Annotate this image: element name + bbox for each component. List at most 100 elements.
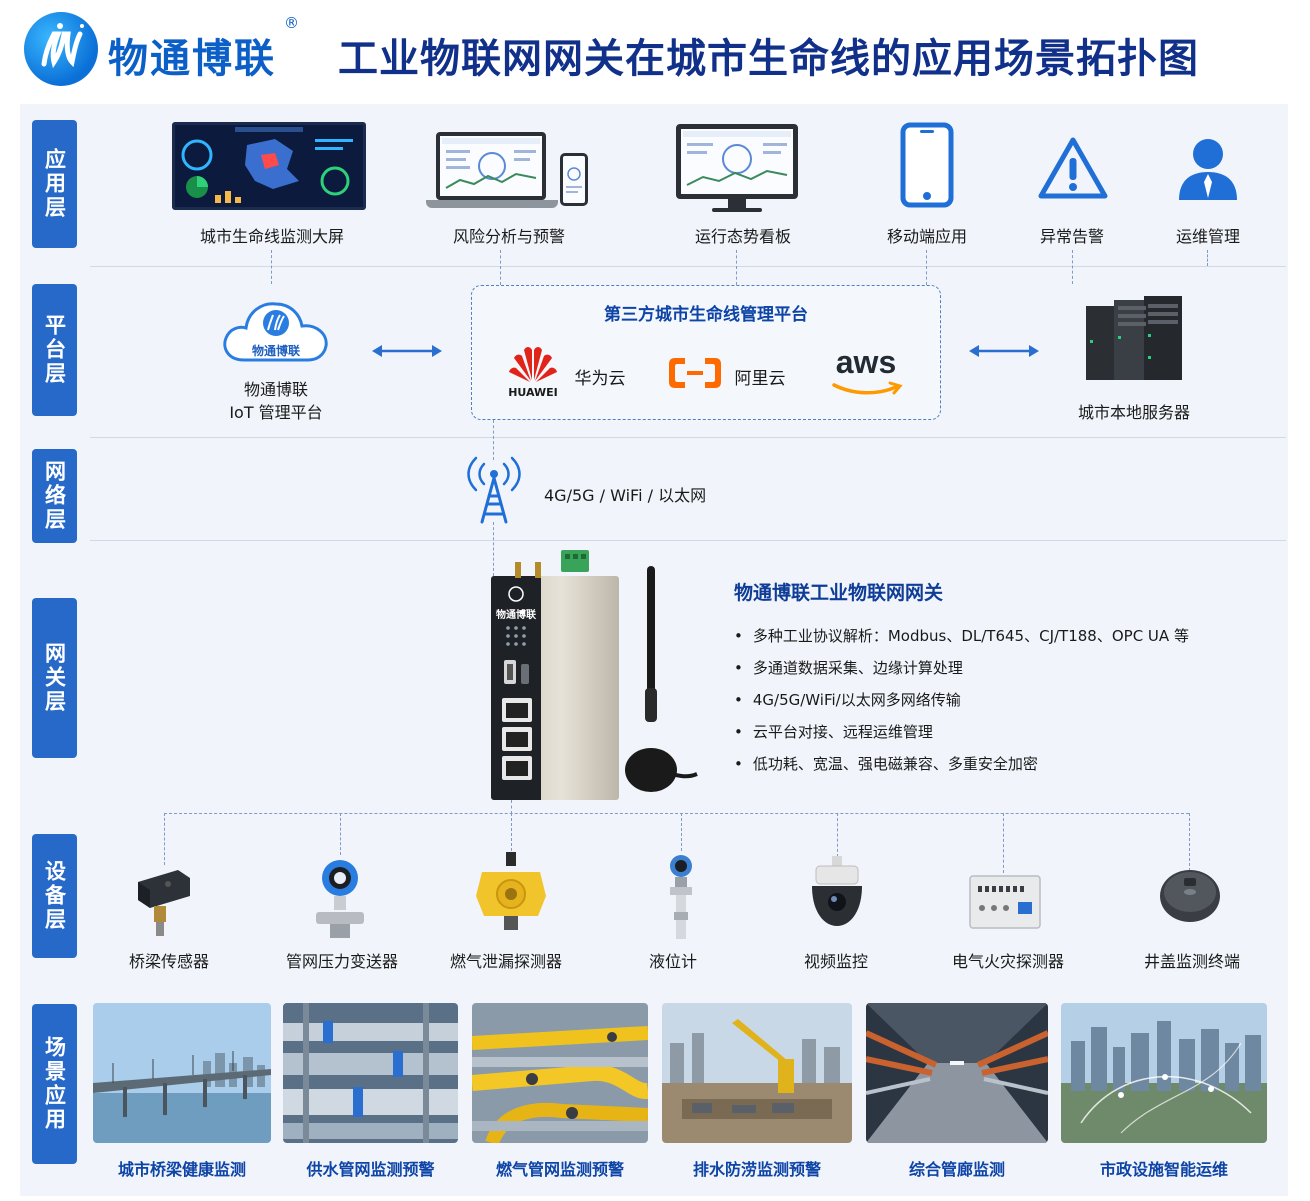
app-label-big-screen: 城市生命线监测大屏 — [199, 227, 344, 246]
layer-label-platform: 平台层 — [32, 284, 77, 416]
laptop-icon — [436, 132, 546, 200]
connector-line — [681, 813, 682, 851]
registered-mark: ® — [284, 14, 299, 32]
gateway-brand-text: 物通博联 — [496, 608, 536, 621]
layer-divider — [90, 266, 1286, 267]
connector-line — [1003, 813, 1004, 873]
aliyun-logo-icon — [669, 358, 721, 388]
layer-label-gateway: 网关层 — [32, 598, 77, 758]
app-label-ops: 运维管理 — [1175, 227, 1240, 246]
connector-line — [511, 813, 512, 851]
cctv-camera-icon — [812, 856, 862, 926]
page-title: 工业物联网网关在城市生命线的应用场景拓扑图 — [338, 36, 1199, 82]
feature-item: 低功耗、宽温、强电磁兼容、多重安全加密 — [734, 748, 1189, 780]
desktop-monitor-icon — [676, 124, 798, 199]
app-label-alert: 异常告警 — [1039, 227, 1104, 246]
huawei-logo-icon — [509, 347, 557, 382]
device-label-level-gauge: 液位计 — [648, 952, 697, 971]
gas-leak-detector-icon — [476, 852, 546, 930]
monitor-foot — [712, 208, 762, 212]
bidirectional-arrow-icon — [372, 345, 442, 357]
warning-alert-icon — [1038, 137, 1108, 199]
feature-item: 云平台对接、远程运维管理 — [734, 716, 1189, 748]
aliyun-label: 阿里云 — [734, 369, 786, 389]
device-label-fire-detector: 电气火灾探测器 — [951, 952, 1064, 971]
third-party-platform-title: 第三方城市生命线管理平台 — [604, 305, 808, 325]
device-label-cctv: 视频监控 — [803, 952, 868, 971]
iot-cloud-icon — [223, 302, 328, 362]
scene-image-gas-pipes — [472, 1003, 648, 1143]
device-label-gas-detector: 燃气泄漏探测器 — [449, 952, 562, 971]
layer-label-device: 设备层 — [32, 834, 77, 958]
connector-line — [837, 813, 838, 857]
connector-line — [1072, 250, 1073, 284]
iot-platform-label-1: 物通博联 — [243, 380, 308, 399]
connector-line — [500, 250, 501, 285]
connector-line — [1189, 813, 1190, 871]
layer-label-application: 应用层 — [32, 120, 77, 248]
server-rack-icon — [1086, 296, 1182, 380]
local-server-label: 城市本地服务器 — [1077, 403, 1190, 422]
feature-item: 多通道数据采集、边缘计算处理 — [734, 652, 1189, 684]
feature-item: 多种工业协议解析：Modbus、DL/T645、CJ/T188、OPC UA 等 — [734, 620, 1189, 652]
layer-divider — [90, 437, 1286, 438]
huawei-cloud-label: 华为云 — [574, 369, 626, 389]
scene-image-utility-tunnel — [866, 1003, 1048, 1143]
connector-line — [1207, 250, 1208, 266]
laptop-base — [426, 200, 558, 208]
connector-line — [736, 250, 737, 285]
iot-platform-label-2: IoT 管理平台 — [229, 403, 323, 422]
brand-name: 物通博联 — [108, 35, 276, 82]
connector-line — [926, 250, 927, 285]
app-label-risk-analysis: 风险分析与预警 — [452, 227, 565, 246]
scene-image-water-pipes — [283, 1003, 458, 1143]
layer-label-scene: 场景应用 — [32, 1004, 77, 1164]
feature-item: 4G/5G/WiFi/以太网多网络传输 — [734, 684, 1189, 716]
gateway-features-list: 多种工业协议解析：Modbus、DL/T645、CJ/T188、OPC UA 等… — [734, 620, 1189, 780]
connector-line — [271, 250, 272, 284]
third-party-platform-box — [471, 285, 941, 420]
scene-label-municipal: 市政设施智能运维 — [1099, 1160, 1228, 1179]
gateway-details-icon: 物通博联 — [496, 550, 698, 792]
gateway-title: 物通博联工业物联网网关 — [734, 582, 944, 604]
huawei-logo-text: HUAWEI — [508, 386, 558, 399]
connector-line — [511, 800, 512, 814]
scene-image-drainage — [662, 1003, 852, 1143]
scene-label-tunnel: 综合管廊监测 — [908, 1160, 1005, 1179]
scene-label-bridge: 城市桥梁健康监测 — [117, 1160, 246, 1179]
aws-smile-icon — [832, 381, 903, 395]
bridge-sensor-icon — [138, 870, 190, 936]
pressure-transmitter-icon — [316, 860, 364, 938]
iot-cloud-text: 物通博联 — [251, 344, 300, 358]
ops-engineer-user-icon — [1179, 139, 1237, 200]
app-label-dashboard: 运行态势看板 — [694, 227, 791, 246]
device-label-bridge-sensor: 桥梁传感器 — [128, 952, 209, 971]
connector-line — [340, 813, 341, 855]
app-label-mobile: 移动端应用 — [886, 227, 967, 246]
scene-label-drainage: 排水防涝监测预警 — [692, 1160, 821, 1179]
device-label-manhole: 井盖监测终端 — [1143, 952, 1240, 971]
smartphone-icon — [560, 153, 588, 206]
scene-label-water: 供水管网监测预警 — [306, 1160, 435, 1179]
layer-divider — [90, 540, 1286, 541]
brand-logo-icon — [24, 12, 98, 86]
device-label-pressure-transmitter: 管网压力变送器 — [285, 952, 398, 971]
mobile-phone-icon — [900, 122, 954, 208]
scene-image-smart-city — [1061, 1003, 1267, 1143]
big-screen-monitor-icon — [172, 122, 366, 210]
connector-line — [164, 813, 165, 865]
aws-logo-text: aws — [835, 344, 897, 380]
scene-label-gas: 燃气管网监测预警 — [495, 1160, 624, 1179]
monitor-stand — [728, 199, 746, 209]
electrical-fire-detector-icon — [969, 875, 1041, 929]
connector-line — [493, 420, 494, 460]
scene-image-bridge — [93, 1003, 271, 1143]
network-label: 4G/5G / WiFi / 以太网 — [544, 486, 707, 505]
manhole-monitor-icon — [1160, 870, 1220, 922]
connector-line — [493, 522, 494, 576]
layer-label-network: 网络层 — [32, 449, 77, 543]
bidirectional-arrow-icon — [969, 345, 1039, 357]
level-gauge-icon — [670, 855, 692, 939]
signal-tower-icon — [467, 456, 521, 524]
device-bus-line — [164, 813, 1189, 814]
